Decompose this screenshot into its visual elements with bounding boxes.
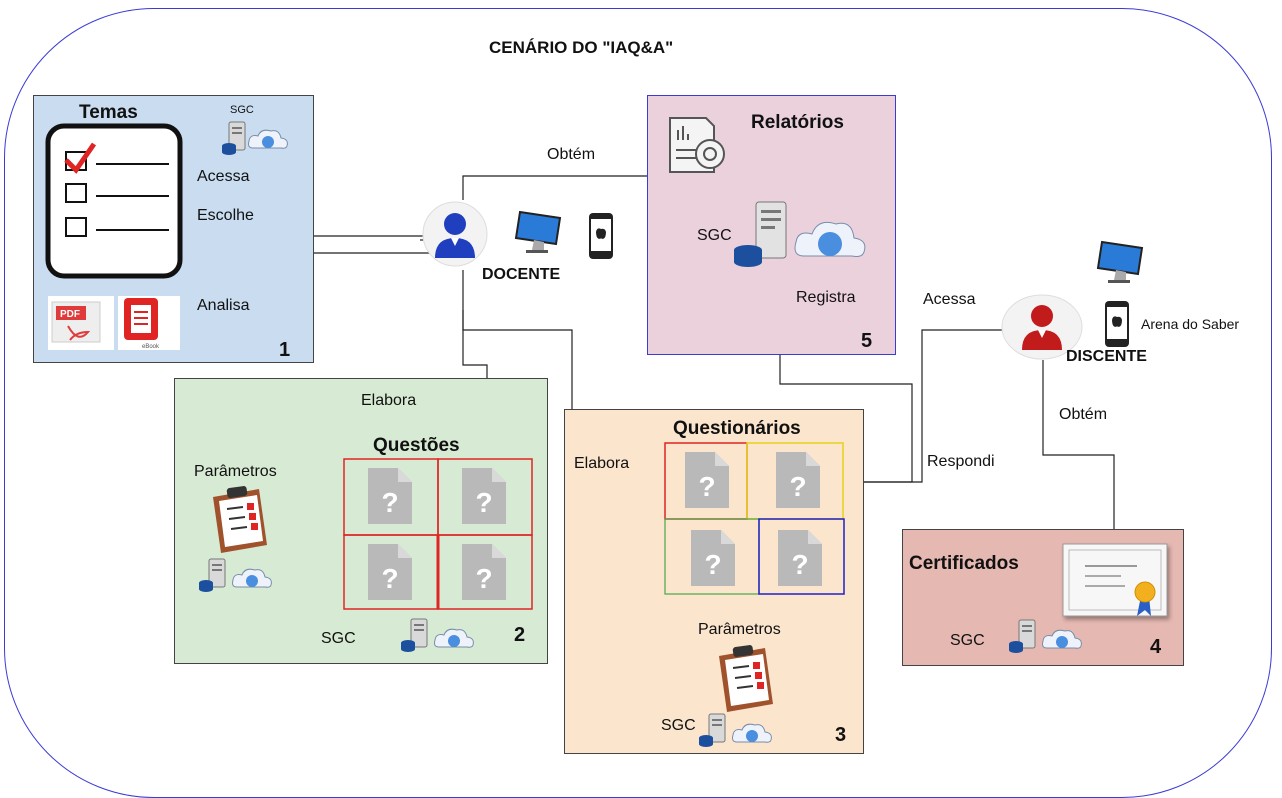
questionarios-sgc-label: SGC [661,717,696,734]
edge-label-acessa-discente: Acessa [923,291,976,308]
server-cloud-icon [699,713,772,747]
questionarios-params-label: Parâmetros [698,621,781,638]
phone-icon [589,213,613,259]
certificate-icon [1062,543,1168,617]
svg-text:PDF: PDF [60,309,80,320]
svg-text:?: ? [791,549,808,580]
edge-respondi [844,329,1002,483]
discente-label: DISCENTE [1066,348,1147,365]
relatorios-number: 5 [861,330,873,352]
clipboard-icon [719,645,773,712]
phone-icon [1105,301,1129,347]
temas-title: Temas [79,102,138,123]
questionarios-doc-grid [664,442,845,595]
question-doc-icon: ? [368,544,412,600]
edge-label-obtem-certificados: Obtém [1059,406,1108,423]
svg-text:?: ? [381,487,398,518]
question-doc-icon: ? [778,530,822,586]
questoes-title: Questões [373,435,460,456]
edge-label-elabora-questoes: Elabora [361,392,417,409]
certificados-sgc-label: SGC [950,632,985,649]
report-icon [669,117,725,173]
certificados-title: Certificados [909,553,1019,574]
questoes-box: Questões Parâmetros SGC 2 [174,378,548,664]
certificados-box: Certificados SGC 4 [902,529,1184,666]
question-doc-icon: ? [685,452,729,508]
pdf-icon: PDF [48,296,114,350]
relatorios-box: Relatórios SGC Registra 5 [647,95,896,355]
temas-number: 1 [279,339,291,361]
monitor-icon [514,210,562,253]
server-cloud-icon [734,201,866,267]
questionarios-number: 3 [835,724,847,746]
question-doc-icon: ? [462,544,506,600]
question-doc-icon: ? [368,468,412,524]
server-cloud-icon [199,558,272,592]
discente-app-label: Arena do Saber [1141,316,1240,332]
svg-text:?: ? [789,471,806,502]
svg-text:?: ? [475,487,492,518]
docente-person-icon [422,201,488,267]
clipboard-icon [213,486,267,553]
edge-label-analisa: Analisa [197,297,250,314]
certificados-number: 4 [1150,636,1162,658]
questionarios-title: Questionários [673,418,801,439]
server-cloud-icon [401,618,474,652]
ebook-icon: eBook [118,296,180,350]
svg-text:?: ? [475,563,492,594]
svg-text:eBook: eBook [142,344,160,350]
edge-label-obtem-relatorios: Obtém [547,146,596,163]
edge-obtem-certificados [1042,360,1115,548]
diagram-title: CENÁRIO DO "IAQ&A" [489,38,674,57]
edge-label-escolhe: Escolhe [197,207,254,224]
edge-label-acessa: Acessa [197,168,250,185]
edge-label-elabora-questionarios: Elabora [574,455,630,472]
server-icon [222,121,288,155]
svg-text:?: ? [704,549,721,580]
relatorios-registra-label: Registra [796,289,856,306]
question-doc-icon: ? [691,530,735,586]
questoes-number: 2 [514,624,526,646]
temas-box: Temas SGC PDF eBook 1 [33,95,314,363]
temas-sgc-label: SGC [230,104,254,116]
questoes-doc-grid [343,458,533,610]
edge-label-respondi: Respondi [927,453,995,470]
question-doc-icon: ? [776,452,820,508]
questoes-params-label: Parâmetros [194,463,277,480]
checklist-icon [45,123,183,279]
docente-label: DOCENTE [482,266,561,283]
svg-text:?: ? [381,563,398,594]
questoes-sgc-label: SGC [321,630,356,647]
svg-text:?: ? [698,471,715,502]
discente-person-icon [1001,294,1083,360]
monitor-icon [1096,240,1144,283]
server-cloud-icon [1009,619,1082,653]
question-doc-icon: ? [462,468,506,524]
relatorios-sgc-label: SGC [697,227,732,244]
relatorios-title: Relatórios [751,112,844,133]
